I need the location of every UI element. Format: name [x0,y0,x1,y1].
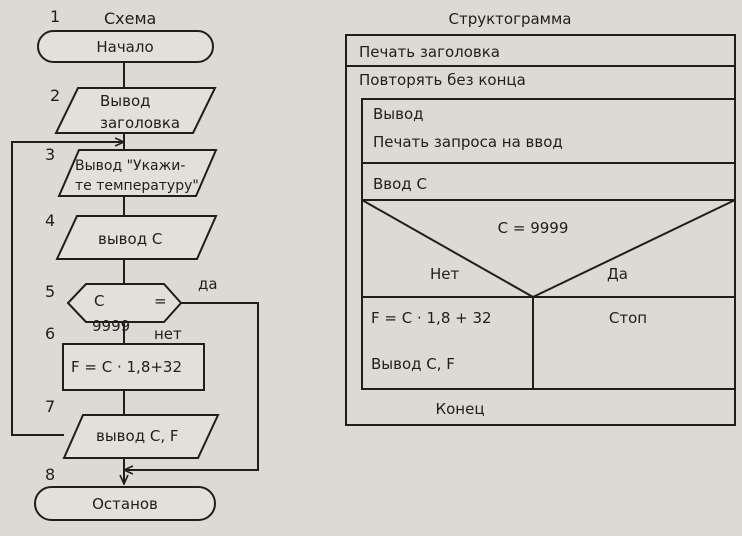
yes-branch-arrow [124,302,259,470]
step-number-1: 1 [50,7,60,26]
output-prompt-line2: те температуру" [75,178,199,194]
print-header-row: Печать заголовка [359,43,500,61]
stop-terminator [34,486,216,521]
output-header-line2: заголовка [100,114,180,132]
branch-yes-label: Да [607,265,628,283]
input-c-row: Ввод С [373,175,427,193]
step-number-5: 5 [45,282,55,301]
step-number-3: 3 [45,145,55,164]
start-label: Начало [96,38,153,56]
loop-back-arrow [11,142,124,436]
output-header-line1: Вывод [100,92,151,110]
compute-label: F = С · 1,8+32 [71,358,182,376]
condition-label: С = 9999 [498,219,569,237]
decision-eq-label: = [154,292,167,310]
flowchart: Схема 1 2 3 4 5 6 7 8 Начало Вывод загол… [11,7,259,521]
input-c-block [55,215,218,260]
compute-block [62,343,205,391]
loop-body [361,98,736,390]
output-cf-block [62,414,220,459]
input-c-label: вывод С [98,230,162,248]
no-label: нет [154,325,182,343]
decision-value-label: 9999 [92,317,130,335]
end-row: Конец [435,400,484,418]
condition-diagonal-right [532,199,736,298]
output-prompt-block [57,149,218,197]
flowchart-title: Схема [104,9,156,28]
stop-row: Стоп [609,309,647,327]
condition-diagonal-left [361,199,534,298]
stop-label: Останов [92,495,158,513]
step-number-2: 2 [50,86,60,105]
step-number-8: 8 [45,465,55,484]
yes-label: да [198,275,218,293]
decision-left-label: С [94,292,104,310]
compute-row: F = С · 1,8 + 32 [371,309,492,327]
step-number-4: 4 [45,211,55,230]
output-label: Вывод [373,105,424,123]
output-prompt-line1: Вывод "Укажи- [75,158,185,174]
output-cf-label: вывод С, F [96,427,178,445]
output-cf-row: Вывод С, F [371,355,455,373]
print-prompt-row: Печать запроса на ввод [373,133,563,151]
start-terminator [37,30,214,63]
branch-no-label: Нет [430,265,460,283]
step-number-6: 6 [45,324,55,343]
step-number-7: 7 [45,397,55,416]
output-header-block [54,87,217,134]
structogram-title: Структограмма [448,10,571,28]
structogram: Структограмма Печать заголовка Повторять… [345,10,736,426]
loop-header: Повторять без конца [359,71,526,89]
decision-block [66,283,183,323]
